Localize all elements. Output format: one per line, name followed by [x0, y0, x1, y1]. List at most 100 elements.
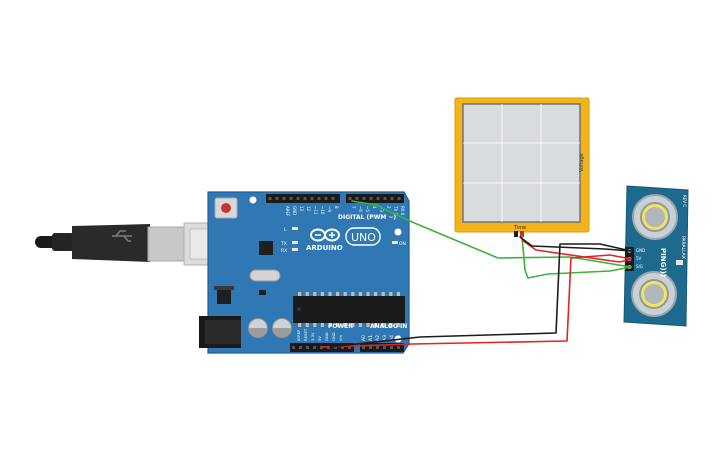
power-pin-label: 5V	[317, 336, 322, 341]
power-jack-front	[205, 320, 241, 344]
microcontroller-chip	[293, 296, 405, 323]
digital-pin-label: ~9	[327, 206, 332, 212]
header-hole[interactable]	[369, 197, 373, 200]
analog-label: ANALOG IN	[370, 323, 407, 330]
chip-pin	[328, 323, 332, 327]
header-hole[interactable]	[362, 346, 365, 349]
sensor-pin-label-sig: SIG	[636, 264, 643, 269]
digital-pin-label: 8	[334, 206, 339, 209]
header-hole[interactable]	[275, 197, 279, 200]
chip-pin	[358, 323, 362, 327]
header-hole[interactable]	[376, 346, 379, 349]
header-hole[interactable]	[313, 346, 316, 349]
chip-pin	[358, 292, 362, 296]
header-hole[interactable]	[397, 197, 401, 200]
header-hole[interactable]	[397, 346, 400, 349]
header-hole[interactable]	[383, 197, 387, 200]
led-on	[392, 241, 398, 244]
chip-pin	[389, 323, 393, 327]
chip-pin	[343, 292, 347, 296]
power-pin-label: 3.3V	[310, 332, 315, 341]
digital-pin-label: 2	[386, 206, 391, 209]
chip-pin	[396, 292, 400, 296]
chip-pin	[366, 323, 370, 327]
header-hole[interactable]	[310, 197, 314, 200]
digital-pin-label: RX 0	[400, 206, 405, 216]
usb-cable-strain	[52, 233, 74, 251]
chip-pin	[336, 323, 340, 327]
header-hole[interactable]	[390, 346, 393, 349]
smd-part	[259, 290, 266, 295]
sensor-pin-label-5v: 5V	[636, 256, 642, 261]
digital-pin-label: 12	[306, 206, 311, 212]
header-hole[interactable]	[369, 346, 372, 349]
chip-pin	[351, 292, 355, 296]
power-pin-label: Vin	[338, 334, 343, 341]
analog-header[interactable]	[360, 343, 404, 352]
wire-signal[interactable]	[351, 200, 632, 268]
usb-cable-wire	[35, 236, 57, 248]
header-hole[interactable]	[355, 197, 359, 200]
analog-pin-label: A1	[368, 335, 374, 341]
header-hole[interactable]	[303, 197, 307, 200]
sensor-led	[676, 260, 683, 265]
chip-pin	[381, 292, 385, 296]
scope-probe-positive[interactable]	[520, 231, 524, 237]
wire-5v[interactable]	[321, 254, 632, 348]
chip-pins-bottom	[298, 323, 400, 327]
sensor-pin-label-gnd: GND	[636, 248, 645, 253]
chip-pin	[313, 292, 317, 296]
header-hole[interactable]	[292, 346, 295, 349]
header-hole[interactable]	[341, 346, 344, 349]
header-hole[interactable]	[324, 197, 328, 200]
ultrasonic-sensor[interactable]: GND 5V SIG PING))) PARALLAX REV C	[623, 185, 689, 327]
chip-pin	[374, 323, 378, 327]
wire-gnd[interactable]	[329, 243, 632, 348]
led-rx	[292, 248, 298, 251]
led-l	[292, 227, 298, 230]
voltage-regulator-tab	[214, 286, 234, 290]
digital-header-left[interactable]	[266, 194, 340, 203]
uno-badge	[345, 227, 381, 246]
arduino-logo-icon	[310, 228, 340, 242]
digital-pin-label: ~10	[320, 206, 325, 215]
power-pin-label: RESET	[303, 328, 308, 341]
chip-pin	[336, 292, 340, 296]
chip-pin	[305, 292, 309, 296]
header-hole[interactable]	[317, 197, 321, 200]
header-hole[interactable]	[268, 197, 272, 200]
digital-label: DIGITAL (PWM ~)	[338, 214, 396, 221]
transducer-top-icon	[632, 194, 678, 240]
usb-plug-body	[72, 224, 150, 262]
header-hole[interactable]	[299, 346, 302, 349]
header-hole[interactable]	[348, 197, 352, 200]
scope-probe-negative[interactable]	[514, 231, 518, 237]
wire-5v-scope[interactable]	[521, 239, 632, 263]
oscilloscope[interactable]: Time Voltage	[454, 97, 590, 237]
digital-pin-label: ~5	[365, 206, 370, 212]
header-hole[interactable]	[306, 346, 309, 349]
header-hole[interactable]	[348, 346, 351, 349]
chip-pin	[343, 323, 347, 327]
header-hole[interactable]	[376, 197, 380, 200]
chip-pin	[320, 323, 324, 327]
header-hole[interactable]	[331, 197, 335, 200]
header-hole[interactable]	[390, 197, 394, 200]
digital-header-right[interactable]	[346, 194, 404, 203]
sensor-rev: REV C	[682, 195, 687, 207]
wire-signal-scope[interactable]	[521, 235, 632, 279]
header-hole[interactable]	[383, 346, 386, 349]
header-hole[interactable]	[362, 197, 366, 200]
chip-pins-top	[298, 292, 400, 296]
power-pin-label: GND	[331, 332, 336, 341]
header-hole[interactable]	[282, 197, 286, 200]
sensor-side-text: PARALLAX	[680, 236, 686, 259]
header-hole[interactable]	[334, 346, 337, 349]
wire-gnd-scope[interactable]	[519, 236, 632, 252]
capacitor-icon	[248, 318, 268, 338]
header-hole[interactable]	[289, 197, 293, 200]
header-hole[interactable]	[296, 197, 300, 200]
